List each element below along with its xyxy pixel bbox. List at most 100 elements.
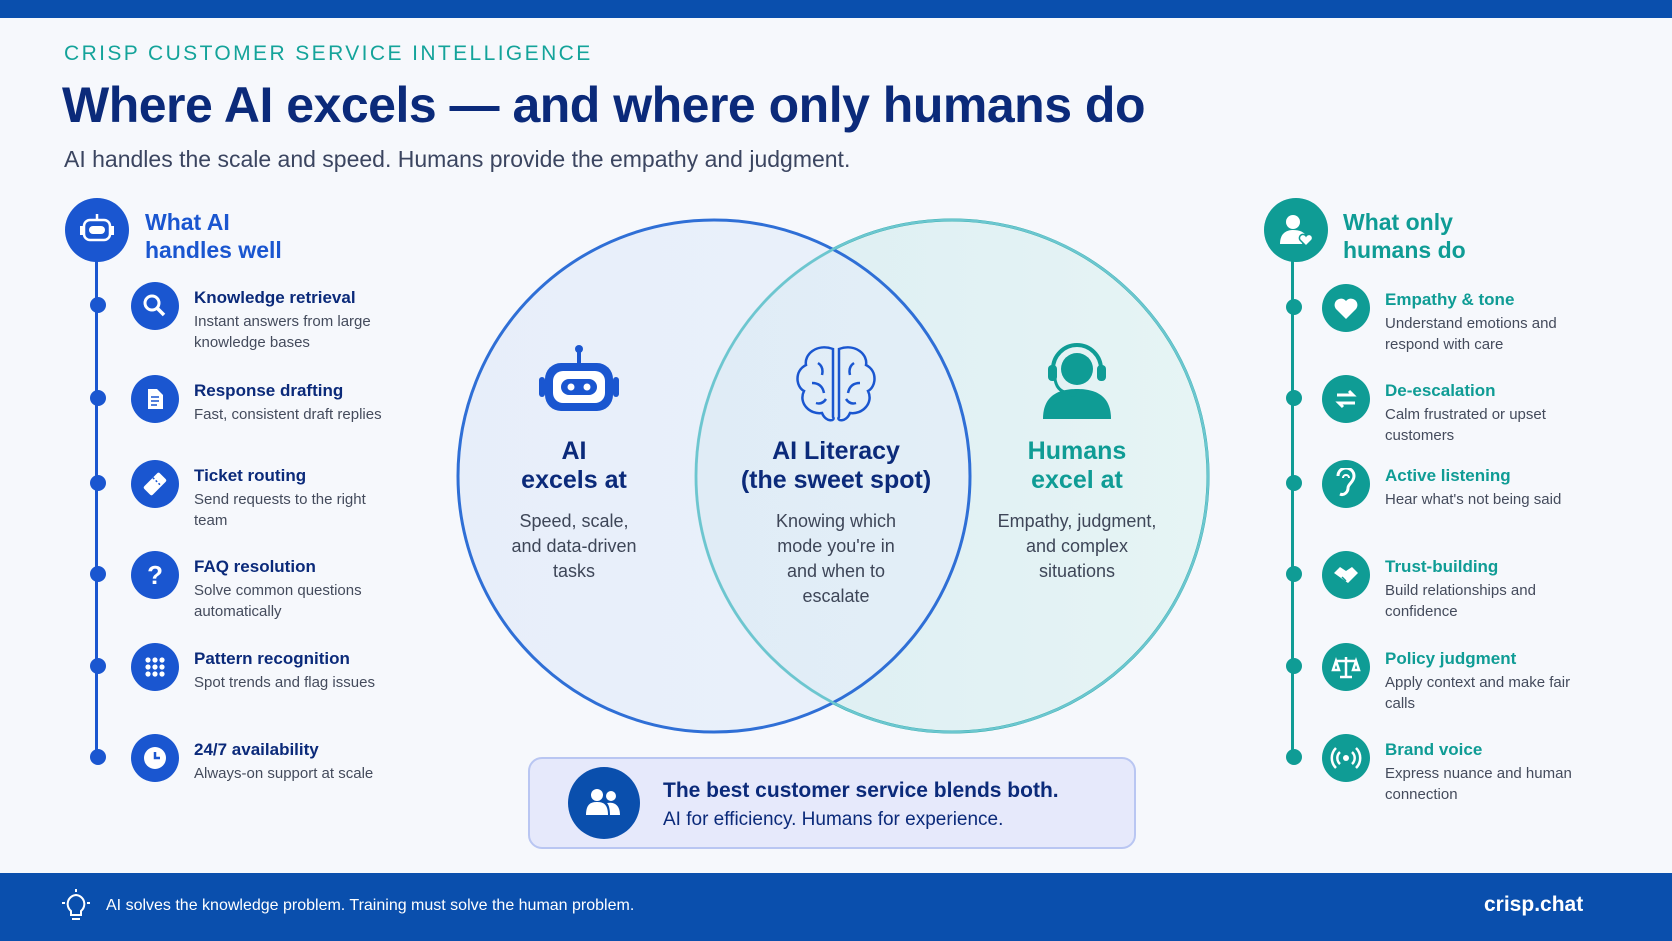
clock-icon	[131, 734, 179, 782]
footer: AI solves the knowledge problem. Trainin…	[0, 873, 1672, 941]
center-desc-1: Knowing which	[775, 511, 897, 531]
subtitle: AI handles the scale and speed. Humans p…	[64, 146, 851, 172]
humans-title-line1: Humans	[1027, 437, 1127, 465]
center-title-line2: (the sweet spot)	[740, 466, 932, 494]
venn-center-region: AI Literacy(the sweet spot) Knowing whic…	[726, 437, 946, 609]
item-description: Solve common questions automatically	[194, 582, 362, 620]
right-heading-line1: What only	[1343, 209, 1453, 235]
timeline-dot	[89, 297, 106, 313]
robot-icon	[539, 345, 619, 411]
timeline-dot	[89, 749, 106, 765]
list-item: Knowledge retrieval Instant answers from…	[194, 288, 394, 353]
center-title-line1: AI Literacy	[772, 437, 900, 465]
callout-box: The best customer service blends both. A…	[528, 757, 1136, 849]
item-description: Always-on support at scale	[194, 765, 374, 782]
humans-desc-3: situations	[1038, 561, 1116, 581]
grid-icon	[131, 643, 179, 691]
item-title: Brand voice	[1385, 740, 1483, 759]
search-icon	[131, 282, 179, 330]
ticket-icon	[131, 460, 179, 508]
timeline-dot	[89, 390, 106, 406]
brain-icon	[796, 346, 876, 422]
item-description: Calm frustrated or upset customers	[1385, 406, 1546, 444]
left-timeline	[95, 255, 98, 755]
ai-title-line2: excels at	[521, 466, 627, 494]
item-title: De-escalation	[1385, 381, 1496, 400]
item-description: Understand emotions and respond with car…	[1385, 315, 1557, 353]
item-description: Build relationships and confidence	[1385, 582, 1536, 620]
list-item: Empathy & tone Understand emotions and r…	[1385, 290, 1585, 355]
item-title: Policy judgment	[1385, 649, 1517, 668]
left-heading-line2: handles well	[145, 237, 282, 263]
item-description: Fast, consistent draft replies	[194, 406, 382, 423]
timeline-dot	[89, 475, 106, 491]
timeline-dot	[89, 658, 106, 674]
brand-link[interactable]: crisp.chat	[1484, 893, 1584, 916]
footer-text: AI solves the knowledge problem. Trainin…	[106, 897, 635, 914]
item-description: Apply context and make fair calls	[1385, 674, 1571, 712]
timeline-dot	[1285, 475, 1302, 491]
right-timeline	[1291, 255, 1294, 755]
list-item: Active listening Hear what's not being s…	[1385, 466, 1585, 510]
scale-icon	[1322, 643, 1370, 691]
humans-desc-2: and complex	[1025, 536, 1129, 556]
list-item: De-escalation Calm frustrated or upset c…	[1385, 381, 1585, 446]
list-item: Response drafting Fast, consistent draft…	[194, 381, 394, 425]
center-desc-2: mode you're in	[777, 536, 895, 556]
item-title: Active listening	[1385, 466, 1511, 485]
question-icon: ?	[131, 551, 179, 599]
person-heart-icon	[1264, 198, 1328, 262]
humans-circle-overlap-edge	[694, 218, 1210, 734]
callout-subtitle: AI for efficiency. Humans for experience…	[663, 809, 1004, 830]
item-title: Knowledge retrieval	[194, 288, 356, 307]
robot-icon	[65, 198, 129, 262]
item-description: Instant answers from large knowledge bas…	[194, 313, 371, 351]
team-icon	[568, 767, 640, 839]
item-description: Send requests to the right team	[194, 491, 366, 529]
item-description: Hear what's not being said	[1385, 491, 1562, 508]
timeline-dot	[1285, 749, 1302, 765]
ai-desc-1: Speed, scale,	[519, 511, 629, 531]
ai-desc-2: and data-driven	[511, 536, 637, 556]
center-desc-4: escalate	[802, 586, 870, 606]
list-item: Policy judgment Apply context and make f…	[1385, 649, 1585, 714]
item-title: Trust-building	[1385, 557, 1499, 576]
heart-icon	[1322, 284, 1370, 332]
item-title: 24/7 availability	[194, 740, 319, 759]
ai-desc-3: tasks	[552, 561, 595, 581]
ai-title-line1: AI	[561, 437, 587, 465]
right-heading-line2: humans do	[1343, 237, 1466, 263]
timeline-dot	[89, 566, 106, 582]
left-heading-line1: What AI	[145, 209, 230, 235]
arrows-icon	[1322, 375, 1370, 423]
timeline-dot	[1285, 299, 1302, 315]
broadcast-icon	[1322, 734, 1370, 782]
list-item: Brand voice Express nuance and human con…	[1385, 740, 1585, 805]
top-bar	[0, 0, 1672, 18]
page-title: Where AI excels — and where only humans …	[62, 77, 1145, 133]
item-title: Ticket routing	[194, 466, 307, 485]
list-item: 24/7 availability Always-on support at s…	[194, 740, 394, 784]
item-title: Empathy & tone	[1385, 290, 1515, 309]
list-item: Trust-building Build relationships and c…	[1385, 557, 1585, 622]
item-title: Pattern recognition	[194, 649, 350, 668]
timeline-dot	[1285, 390, 1302, 406]
list-item: FAQ resolution Solve common questions au…	[194, 557, 394, 622]
ear-icon	[1322, 460, 1370, 508]
item-description: Spot trends and flag issues	[194, 674, 375, 691]
list-item: Pattern recognition Spot trends and flag…	[194, 649, 394, 693]
humans-desc-1: Empathy, judgment,	[997, 511, 1157, 531]
timeline-dot	[1285, 566, 1302, 582]
timeline-dot	[1285, 658, 1302, 674]
document-icon	[131, 375, 179, 423]
list-item: Ticket routing Send requests to the righ…	[194, 466, 394, 531]
handshake-icon	[1322, 551, 1370, 599]
item-description: Express nuance and human connection	[1385, 765, 1572, 803]
svg-text:?: ?	[147, 560, 163, 590]
item-title: Response drafting	[194, 381, 344, 400]
